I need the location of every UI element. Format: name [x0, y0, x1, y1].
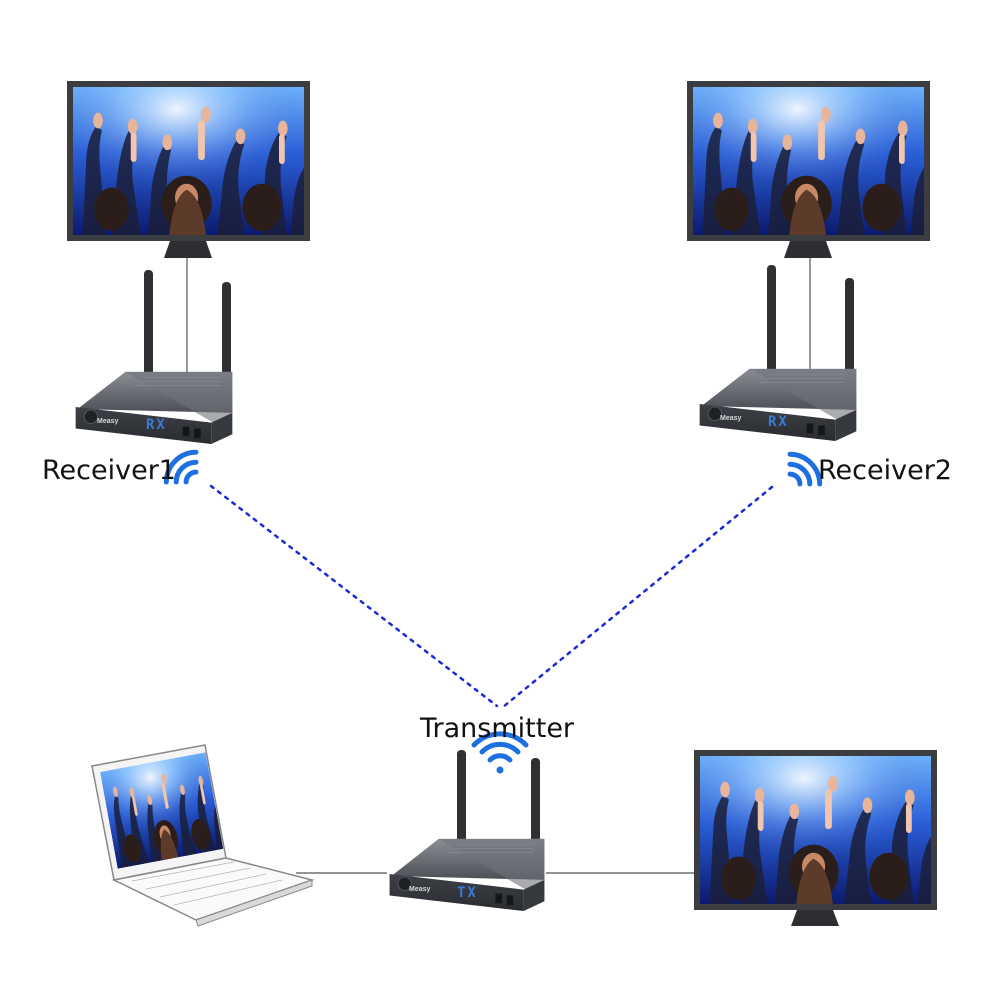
cables — [186, 255, 811, 874]
wifi-signal-icon — [471, 731, 529, 774]
receiver2-label: Receiver2 — [818, 455, 952, 486]
antenna-icon — [845, 278, 854, 382]
monitor-bottom-right — [694, 750, 937, 926]
device-tag-tx: TX — [457, 885, 478, 901]
laptop — [91, 744, 315, 927]
device-brand: Measy — [97, 418, 119, 425]
link-receiver2-transmitter — [501, 485, 774, 709]
receiver1-label: Receiver1 — [42, 455, 176, 486]
antenna-icon — [531, 758, 540, 856]
receiver2-device: Measy RX — [700, 265, 857, 441]
wifi-signal-icon — [163, 449, 199, 485]
receiver1-device: Measy RX — [76, 270, 233, 444]
device-brand: Measy — [720, 415, 742, 422]
device-tag-rx: RX — [768, 414, 789, 430]
transmitter-device: Measy TX — [390, 750, 545, 911]
antenna-icon — [222, 282, 231, 382]
transmitter-label: Transmitter — [419, 713, 575, 744]
antenna-icon — [457, 750, 466, 850]
device-brand: Measy — [409, 886, 431, 893]
antenna-icon — [767, 265, 776, 375]
wifi-signal-icon — [787, 451, 823, 487]
monitor-top-right — [687, 81, 930, 258]
link-receiver1-transmitter — [209, 484, 499, 708]
device-tag-rx: RX — [146, 417, 167, 433]
monitor-top-left — [67, 81, 310, 258]
antenna-icon — [144, 270, 153, 380]
wireless-links — [209, 484, 774, 709]
